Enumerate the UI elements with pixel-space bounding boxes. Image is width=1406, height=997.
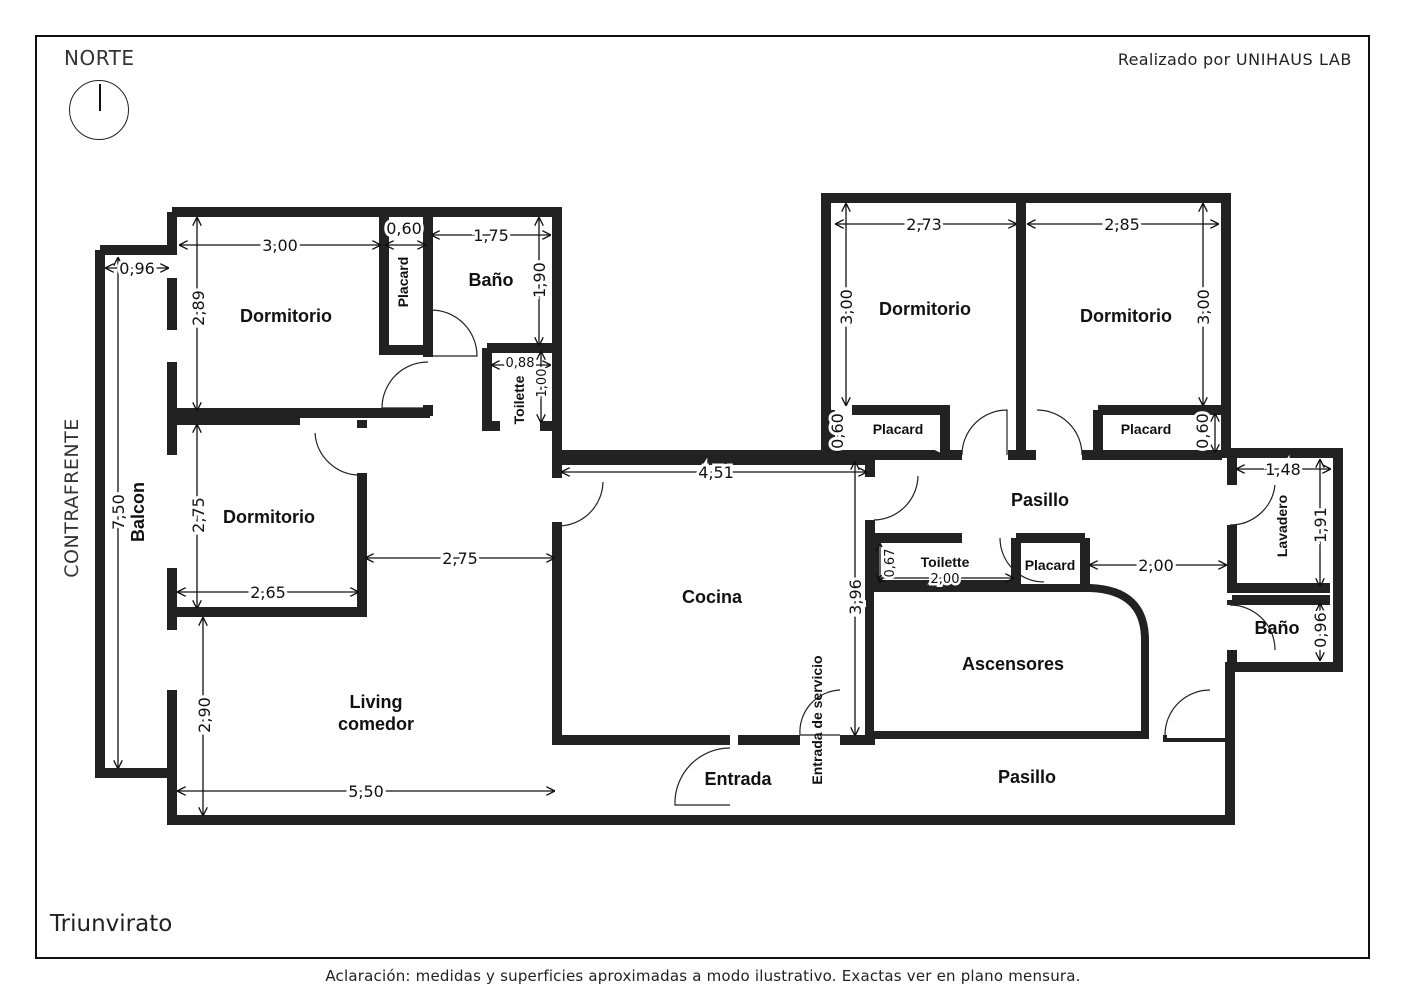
room-placard-3: Placard <box>873 421 924 437</box>
room-entrada: Entrada <box>704 769 772 789</box>
dim-191: 1,91 <box>1311 507 1330 543</box>
room-toilette-1: Toilette <box>511 375 527 424</box>
room-dormitorio-1: Dormitorio <box>240 306 332 326</box>
dim-275-dorm2: 2,75 <box>189 497 208 533</box>
credit-brand: UNIHAUS LAB <box>1235 50 1352 69</box>
north-compass-icon <box>69 80 129 140</box>
dim-273: 2,73 <box>906 215 942 234</box>
dim-451: 4,51 <box>698 463 734 482</box>
dim-300-dorm1: 3,00 <box>262 236 298 255</box>
dim-060-placard1: 0,60 <box>386 219 422 238</box>
room-cocina: Cocina <box>682 587 743 607</box>
credit-prefix: Realizado por <box>1117 50 1236 69</box>
room-living-line1: Living <box>350 692 403 712</box>
credit-text: Realizado por UNIHAUS LAB <box>1118 50 1352 69</box>
dim-060-placard4: 0,60 <box>1193 413 1212 449</box>
dim-285: 2,85 <box>1104 215 1140 234</box>
room-dormitorio-3: Dormitorio <box>879 299 971 319</box>
walls <box>95 193 1343 825</box>
doors <box>314 309 1276 806</box>
room-labels: Dormitorio Placard Baño Toilette Dormito… <box>128 257 1300 789</box>
room-toilette-2: Toilette <box>921 554 970 570</box>
room-balcon: Balcon <box>128 482 148 542</box>
room-ascensores: Ascensores <box>962 654 1064 674</box>
room-pasillo-2: Pasillo <box>998 767 1056 787</box>
drawing-frame <box>35 35 1370 959</box>
dim-200-toilette: 2,00 <box>931 572 960 587</box>
room-pasillo-1: Pasillo <box>1011 490 1069 510</box>
dim-067: 0,67 <box>883 549 898 578</box>
dim-190: 1,90 <box>530 262 549 298</box>
dim-265: 2,65 <box>250 583 286 602</box>
dim-300-dorm3: 3,00 <box>837 289 856 325</box>
room-living-line2: comedor <box>338 714 414 734</box>
dimension-lines <box>106 204 1330 815</box>
room-dormitorio-4: Dormitorio <box>1080 306 1172 326</box>
room-entrada-servicio: Entrada de servicio <box>809 655 825 784</box>
dim-200-pasillo: 2,00 <box>1138 556 1174 575</box>
dim-175: 1,75 <box>473 226 509 245</box>
room-lavadero: Lavadero <box>1274 495 1290 557</box>
dim-096-balcon: 0,96 <box>119 259 155 278</box>
dim-290: 2,90 <box>195 697 214 733</box>
footnote: Aclaración: medidas y superficies aproxi… <box>325 967 1081 985</box>
room-placard-4: Placard <box>1121 421 1172 437</box>
dim-750: 7,50 <box>109 494 128 530</box>
dimension-labels: 0,96 7,50 3,00 2,89 0,60 1,75 1,90 0,88 … <box>106 212 1333 804</box>
room-bano-1: Baño <box>469 270 514 290</box>
dim-396: 3,96 <box>846 579 865 615</box>
project-name: Triunvirato <box>50 911 173 937</box>
dim-060-placard3: 0,60 <box>828 413 847 449</box>
dim-275-living: 2,75 <box>442 549 478 568</box>
dim-550: 5,50 <box>348 782 384 801</box>
dim-088: 0,88 <box>506 356 535 371</box>
dim-148: 1,48 <box>1265 460 1301 479</box>
room-placard-5: Placard <box>1025 557 1076 573</box>
north-label: NORTE <box>64 46 135 70</box>
dim-100: 1,00 <box>535 369 550 398</box>
room-placard-1: Placard <box>395 257 411 308</box>
dim-289: 2,89 <box>189 290 208 326</box>
dim-300-dorm4: 3,00 <box>1194 289 1213 325</box>
room-bano-2: Baño <box>1255 618 1300 638</box>
room-dormitorio-2: Dormitorio <box>223 507 315 527</box>
dim-096-bano: 0,96 <box>1311 612 1330 648</box>
